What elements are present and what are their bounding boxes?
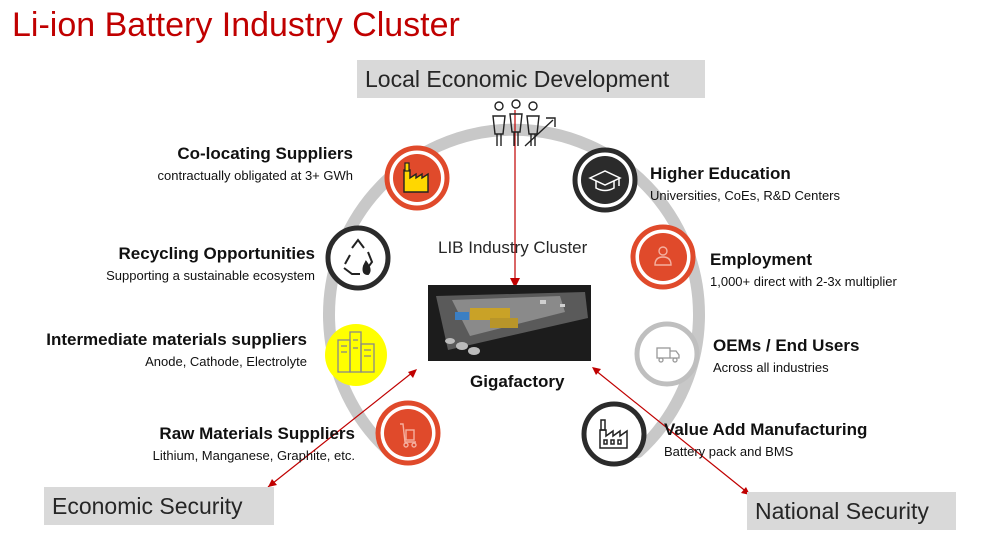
intermediate-sub: Anode, Cathode, Electrolyte [145, 354, 307, 369]
local-arrow-head [510, 278, 520, 288]
node-intermediate [325, 324, 387, 386]
factory-icon [403, 162, 429, 193]
factory-outline-icon [599, 419, 628, 449]
higher-ed-title: Higher Education [650, 164, 791, 183]
node-recycling [325, 225, 391, 291]
node-co-locating [384, 145, 450, 211]
value-add-title: Value Add Manufacturing [664, 420, 868, 439]
node-value-add [581, 401, 647, 467]
buildings-icon [337, 331, 375, 373]
gigafactory-image [428, 285, 591, 361]
economic-arrow-head-a [268, 479, 277, 487]
intermediate-text: Intermediate materials suppliers Anode, … [46, 330, 307, 369]
raw-title: Raw Materials Suppliers [159, 424, 355, 443]
node-higher-ed [572, 147, 638, 213]
recycling-sub: Supporting a sustainable ecosystem [106, 268, 315, 283]
graduation-cap-icon [588, 170, 622, 192]
page-title: Li-ion Battery Industry Cluster [12, 6, 460, 44]
raw-sub: Lithium, Manganese, Graphite, etc. [152, 448, 355, 463]
co-locating-title: Co-locating Suppliers [177, 144, 353, 163]
node-raw [375, 400, 441, 466]
recycling-text: Recycling Opportunities Supporting a sus… [106, 244, 315, 283]
higher-ed-text: Higher Education Universities, CoEs, R&D… [650, 164, 840, 203]
national-arrow-head-a [592, 367, 601, 375]
economic-arrow-head-b [408, 369, 417, 378]
oems-text: OEMs / End Users Across all industries [713, 336, 859, 375]
national-arrow [594, 369, 749, 494]
person-icon [654, 246, 672, 266]
raw-text: Raw Materials Suppliers Lithium, Mangane… [153, 424, 355, 463]
value-add-sub: Battery pack and BMS [664, 444, 794, 459]
node-oems [634, 321, 700, 387]
oems-sub: Across all industries [713, 360, 829, 375]
economic-security-label: Economic Security [44, 487, 274, 525]
intermediate-title: Intermediate materials suppliers [46, 330, 307, 349]
value-add-text: Value Add Manufacturing Battery pack and… [664, 420, 867, 459]
co-locating-sub: contractually obligated at 3+ GWh [157, 168, 353, 183]
recycling-title: Recycling Opportunities [118, 244, 315, 263]
recycle-icon [343, 238, 374, 276]
employment-sub: 1,000+ direct with 2-3x multiplier [710, 274, 897, 289]
cluster-label: LIB Industry Cluster [438, 238, 588, 257]
delivery-truck-icon [656, 347, 680, 363]
employment-title: Employment [710, 250, 813, 269]
co-locating-text: Co-locating Suppliers contractually obli… [158, 144, 353, 183]
national-security-label: National Security [747, 492, 956, 530]
people-growth-icon [492, 99, 556, 147]
hand-truck-icon [400, 423, 417, 448]
local-economic-label: Local Economic Development [357, 60, 705, 98]
higher-ed-sub: Universities, CoEs, R&D Centers [650, 188, 840, 203]
node-employment [630, 224, 696, 290]
oems-title: OEMs / End Users [713, 336, 860, 355]
gigafactory-label: Gigafactory [470, 372, 565, 391]
economic-arrow [267, 371, 414, 488]
ring-arc [323, 123, 705, 458]
employment-text: Employment 1,000+ direct with 2-3x multi… [710, 250, 897, 289]
